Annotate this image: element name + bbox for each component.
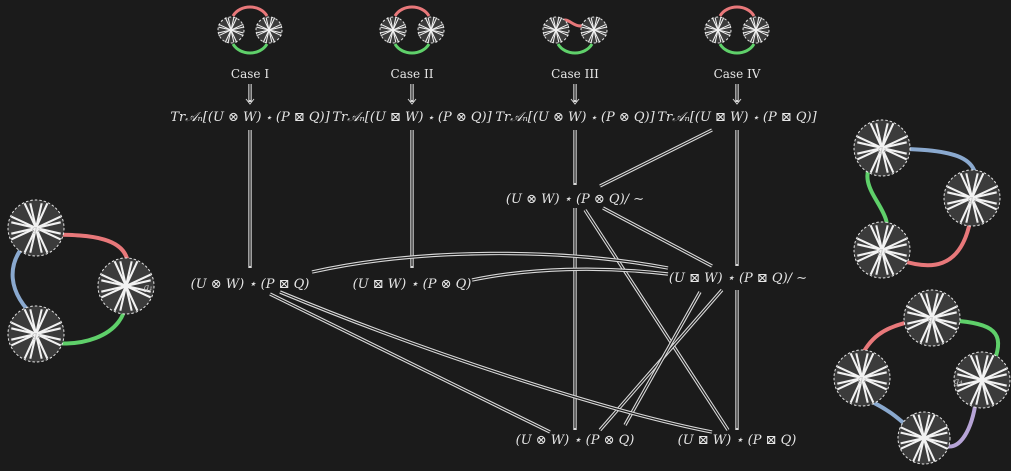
case-thumbnail-1 — [217, 5, 283, 55]
trace-label-2: Tr𝒜ₙ[(U ⊠ W) ⋆ (P ⊗ Q)] — [332, 110, 492, 125]
case-label-1: Case I — [231, 67, 269, 81]
case-thumbnail-2 — [379, 5, 445, 55]
right-bottom-label-g1: g₁ — [927, 315, 936, 325]
right-bottom-label-g2: g₂ — [857, 375, 867, 385]
trace-label-3: Tr𝒜ₙ[(U ⊗ W) ⋆ (P ⊗ Q)] — [495, 110, 655, 125]
left-label-g3: g₃ — [31, 331, 41, 341]
case-label-4: Case IV — [714, 67, 761, 81]
case-label-2: Case II — [391, 67, 434, 81]
case-thumbnail-3 — [542, 16, 608, 55]
node-quot3: (U ⊗ W) ⋆ (P ⊗ Q)/ ∼ — [506, 192, 644, 207]
right-top-label-g3: g₃ — [877, 145, 887, 155]
node-mid1: (U ⊗ W) ⋆ (P ⊠ Q) — [191, 277, 310, 292]
left-label-g1: g₁ — [143, 283, 152, 293]
node-quot4: (U ⊠ W) ⋆ (P ⊠ Q)/ ∼ — [669, 271, 807, 286]
right-bottom-vertex-diagram: g₁ g₂ g₄ — [833, 289, 1011, 465]
case-thumbnail-4 — [704, 5, 770, 55]
right-top-label-g2: g₂ — [967, 195, 977, 205]
node-mid2: (U ⊠ W) ⋆ (P ⊗ Q) — [353, 277, 472, 292]
left-vertex-diagram: g₂ g₁ g₃ — [7, 199, 155, 363]
trace-label-1: Tr𝒜ₙ[(U ⊗ W) ⋆ (P ⊠ Q)] — [170, 110, 330, 125]
right-top-vertex-diagram: g₃ g₂ g₁ — [853, 119, 1001, 279]
arrow-network — [248, 128, 739, 434]
node-bot2: (U ⊠ W) ⋆ (P ⊠ Q) — [678, 433, 797, 448]
right-bottom-label-g4: g₄ — [953, 377, 963, 387]
trace-label-4: Tr𝒜ₙ[(U ⊠ W) ⋆ (P ⊠ Q)] — [657, 110, 817, 125]
arrows-case-to-trace — [245, 84, 742, 105]
node-bot1: (U ⊗ W) ⋆ (P ⊗ Q) — [516, 433, 635, 448]
case-label-3: Case III — [551, 67, 599, 81]
right-top-label-g1: g₁ — [877, 247, 886, 257]
left-label-g2: g₂ — [31, 225, 41, 235]
